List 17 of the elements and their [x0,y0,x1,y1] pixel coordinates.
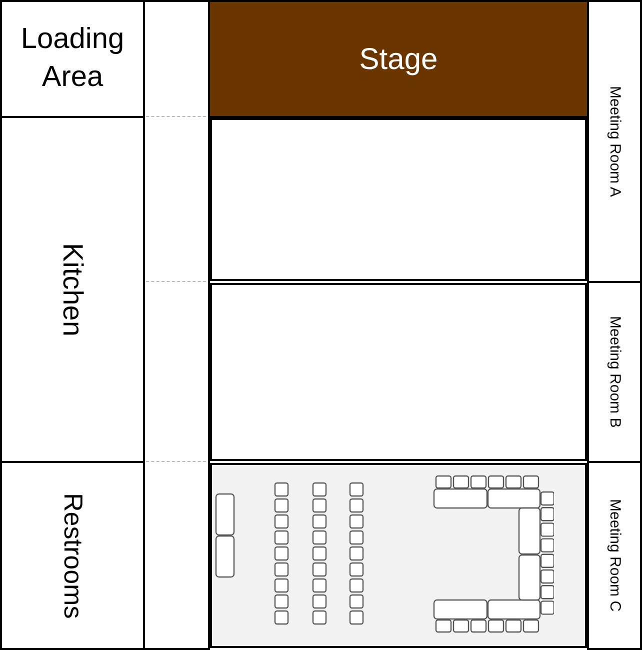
room-box [210,118,587,281]
corridor-box [143,0,210,650]
room-box [587,0,642,283]
stage-label: Stage [359,42,438,78]
room-label: Loading Area [20,22,126,95]
room-box [587,281,642,463]
room-label: Meeting Room C [605,499,624,612]
room-label: Meeting Room B [605,316,624,428]
room-box [0,0,145,118]
room-box [587,461,642,650]
room-label: Meeting Room A [605,86,624,197]
room-box [0,461,145,650]
seating-area [210,463,587,648]
room-label: Kitchen [56,242,90,336]
room-label: Restrooms [57,492,90,618]
room-box [210,283,587,461]
stage-box [208,0,589,118]
